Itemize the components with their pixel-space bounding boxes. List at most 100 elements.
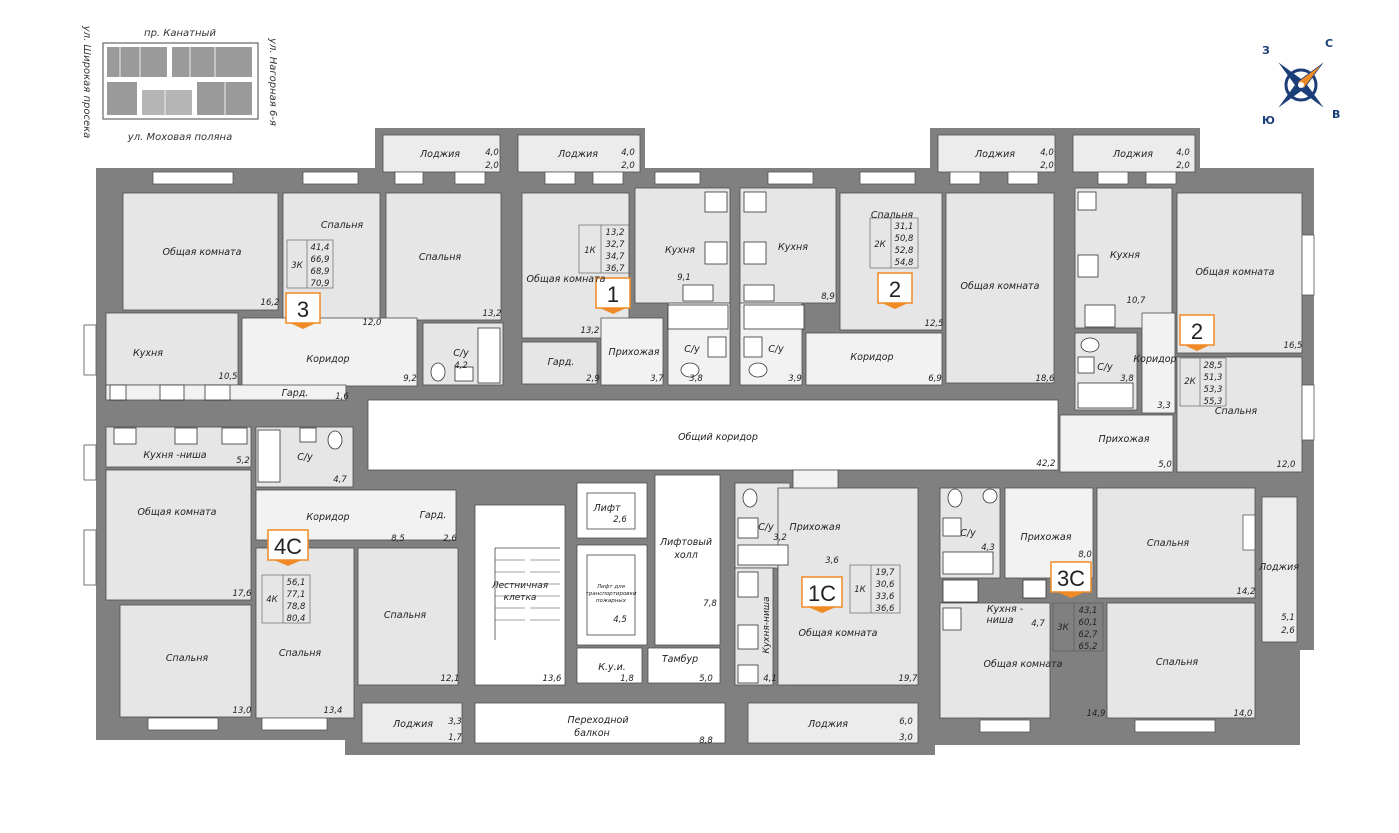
loggia-area-b: 2,0 xyxy=(1176,161,1190,171)
common-corridor-area: 42,2 xyxy=(1037,459,1056,469)
room-area: 13,4 xyxy=(324,706,343,716)
room-label: Лоджия xyxy=(1258,562,1299,573)
apt3c-area-3: 62,7 xyxy=(1079,630,1099,640)
marker-apt2a[interactable]: 2 xyxy=(877,272,913,309)
marker-apt4c[interactable]: 4С xyxy=(267,529,309,566)
location-map: пр. Канатный ул. Моховая поляна ул. Широ… xyxy=(81,25,278,143)
apt2b-type: 2К xyxy=(1184,377,1196,387)
room-label: Прихожая xyxy=(609,347,660,358)
room-area: 2,9 xyxy=(586,374,600,384)
loggia-area-b: 2,0 xyxy=(621,161,635,171)
loggia-label: Лоджия xyxy=(974,149,1015,160)
marker-apt1[interactable]: 1 xyxy=(595,277,631,314)
staircase xyxy=(494,492,636,640)
room-area: 6,0 xyxy=(899,717,913,727)
room-area: 19,7 xyxy=(899,674,919,684)
apt2a-area-2: 50,8 xyxy=(895,234,915,244)
apt3c-area-4: 65,2 xyxy=(1079,642,1098,652)
room-area: 18,6 xyxy=(1036,374,1056,384)
room-area: 12,5 xyxy=(925,319,944,329)
tambur-area: 5,0 xyxy=(699,674,713,684)
room-area: 8,9 xyxy=(821,292,835,302)
room-label: Спальня xyxy=(419,252,462,263)
room-label: С/у xyxy=(758,522,774,533)
svg-text:4С: 4С xyxy=(274,534,302,559)
svg-text:2: 2 xyxy=(889,277,901,302)
room-area: 3,2 xyxy=(773,533,787,543)
room-area: 13,0 xyxy=(233,706,252,716)
loggia-area: 4,0 xyxy=(621,148,635,158)
room-area: 3,3 xyxy=(448,717,462,727)
room-label: Спальня xyxy=(1156,657,1199,668)
marker-apt3c[interactable]: 3С xyxy=(1050,561,1092,598)
room-area: 8,0 xyxy=(1078,550,1092,560)
room-area: 4,7 xyxy=(1031,619,1045,629)
compass-icon xyxy=(1278,62,1324,108)
loggia-label: Лоджия xyxy=(419,149,460,160)
room-label: С/у xyxy=(684,344,700,355)
room-label: Спальня xyxy=(321,220,364,231)
apt1-type: 1К xyxy=(584,246,596,256)
room-label: Кухня xyxy=(778,242,808,253)
apt3c-area-1: 43,1 xyxy=(1079,606,1098,616)
balcony-label: Переходной xyxy=(567,715,628,726)
apt2a-area-1: 31,1 xyxy=(895,222,914,232)
svg-text:2: 2 xyxy=(1191,319,1203,344)
room-label: Коридор xyxy=(1133,354,1176,365)
room-area: 3,9 xyxy=(788,374,802,384)
compass-east: В xyxy=(1332,108,1340,121)
room-label: Общая комната xyxy=(799,628,878,639)
apt4c-type: 4К xyxy=(266,595,278,605)
room-label: Гард. xyxy=(282,388,309,399)
room-area: 5,1 xyxy=(1281,613,1295,623)
apartment-markers: 3 1 2 2 4С 1С 3С xyxy=(267,272,1215,613)
apt1-area-4: 36,7 xyxy=(606,264,626,274)
balcony-area: 8,8 xyxy=(699,736,713,746)
marker-apt2b[interactable]: 2 xyxy=(1179,314,1215,351)
room-label: Гард. xyxy=(420,510,447,521)
marker-apt3[interactable]: 3 xyxy=(285,292,321,329)
room-label: Кухня xyxy=(1110,250,1140,261)
compass-south: Ю xyxy=(1262,114,1275,127)
room-area: 3,8 xyxy=(689,374,703,384)
room-area: 5,0 xyxy=(1158,460,1172,470)
room-label-2: ниша xyxy=(987,615,1014,626)
apt2b-area-1: 28,5 xyxy=(1204,361,1223,371)
room-area: 13,2 xyxy=(483,309,502,319)
compass-north: С xyxy=(1325,37,1333,50)
street-right: ул. Нагорная 6-я xyxy=(267,37,278,126)
room-area: 6,9 xyxy=(928,374,942,384)
room-label: Общая комната xyxy=(527,274,606,285)
street-top: пр. Канатный xyxy=(144,28,216,39)
apt3c-type: 3К xyxy=(1057,623,1069,633)
room-area: 3,8 xyxy=(1120,374,1134,384)
room-label: Общая комната xyxy=(961,281,1040,292)
room-area-b: 3,0 xyxy=(899,733,913,743)
room-label: Спальня xyxy=(871,210,914,221)
room-label: Коридор xyxy=(850,352,893,363)
room-area: 13,2 xyxy=(581,326,600,336)
room-label: С/у xyxy=(297,452,313,463)
room-label: Лоджия xyxy=(807,719,848,730)
loggia-area-b: 2,0 xyxy=(1040,161,1054,171)
kui-label: К.у.и. xyxy=(598,662,626,673)
apt1c-area-2: 30,6 xyxy=(876,580,896,590)
marker-apt1c[interactable]: 1С xyxy=(801,576,843,613)
apt1-area-3: 34,7 xyxy=(606,252,626,262)
room-label: Спальня xyxy=(279,648,322,659)
room-label: С/у xyxy=(960,528,976,539)
room-area: 9,2 xyxy=(403,374,417,384)
room-area: 12,0 xyxy=(1277,460,1296,470)
kui-area: 1,8 xyxy=(620,674,634,684)
room-label: Кухня xyxy=(133,348,163,359)
room-area-b: 2,6 xyxy=(1281,626,1295,636)
loggia-area: 4,0 xyxy=(485,148,499,158)
apt2b-area-4: 55,3 xyxy=(1204,397,1223,407)
balcony-label-2: балкон xyxy=(574,728,610,739)
room-area: 1,6 xyxy=(335,392,349,402)
svg-text:3: 3 xyxy=(297,297,309,322)
apt3-area-1: 41,4 xyxy=(311,243,330,253)
svg-text:1С: 1С xyxy=(808,581,836,606)
room-label: Общая комната xyxy=(163,247,242,258)
apt3-area-2: 66,9 xyxy=(311,255,330,265)
